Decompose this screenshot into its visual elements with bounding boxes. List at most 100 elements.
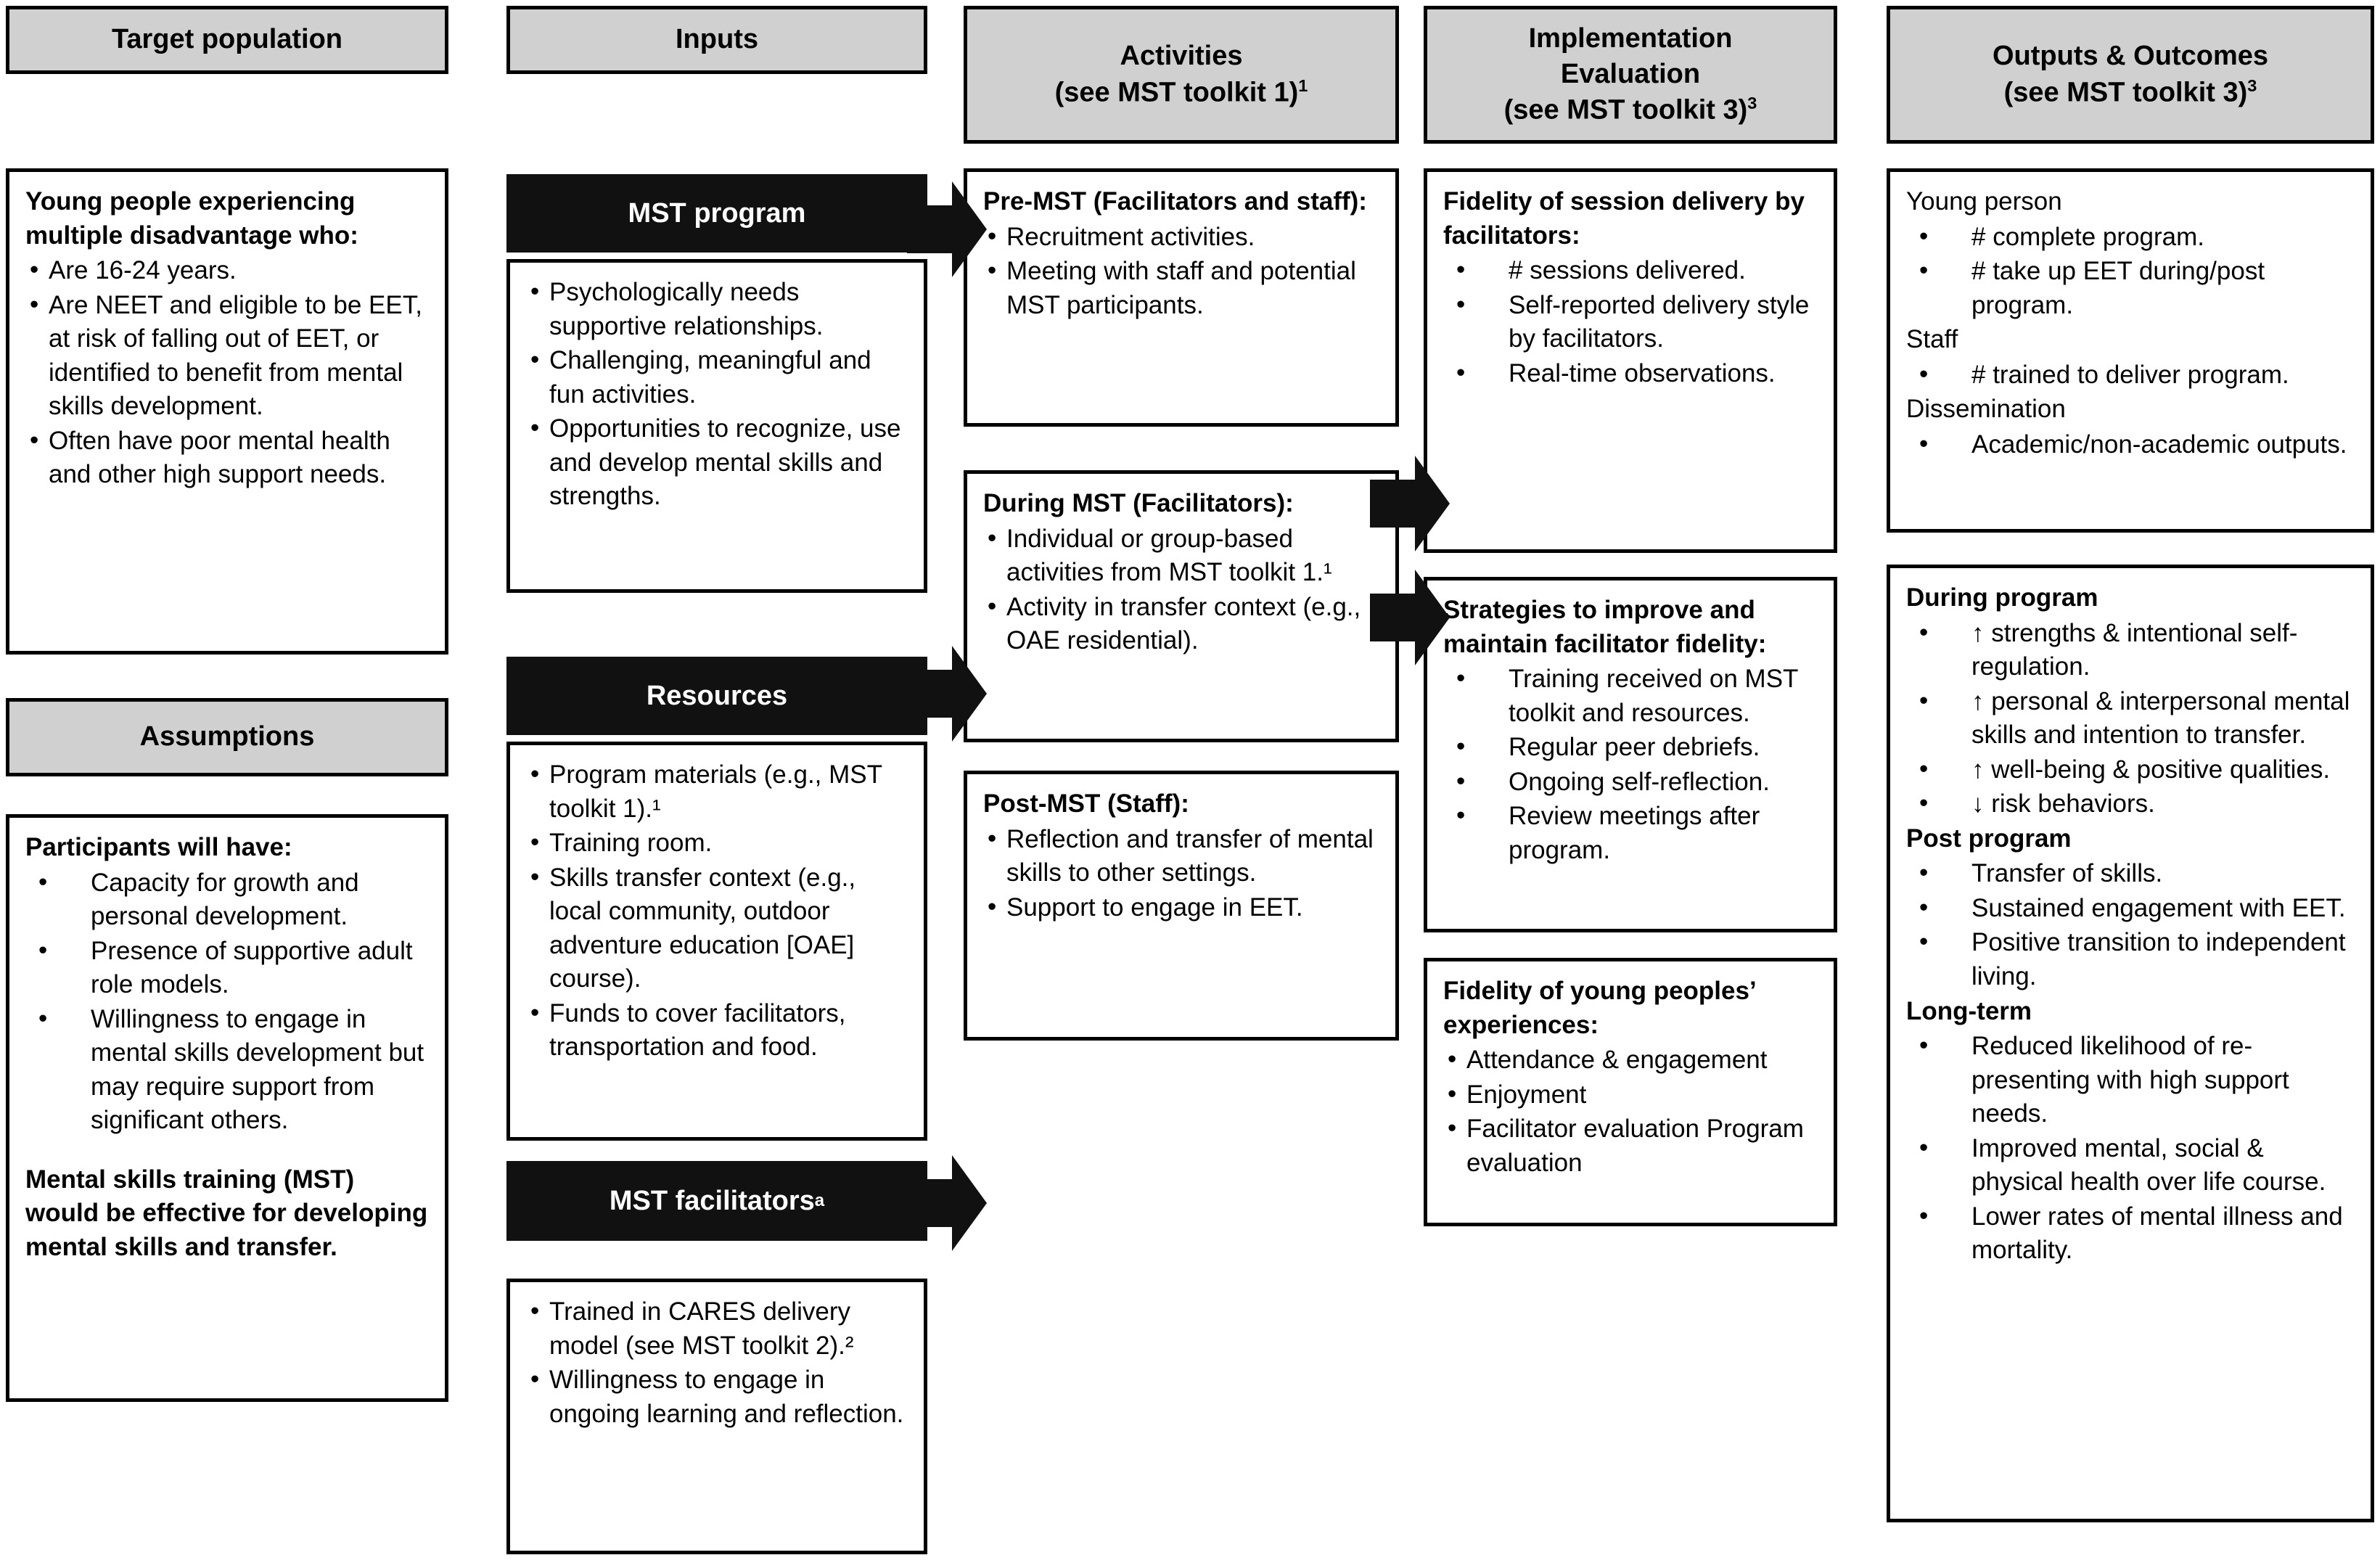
arrow-during-mst-to-strategies	[1370, 570, 1450, 665]
list-item: Recruitment activities.	[983, 220, 1381, 255]
box-outcomes: During program ↑ strengths & intentional…	[1887, 565, 2374, 1522]
box-strategies-fidelity: Strategies to improve and maintain facil…	[1424, 577, 1837, 932]
list-item: Trained in CARES delivery model (see MST…	[526, 1295, 909, 1363]
band-resources: Resources	[506, 657, 927, 735]
box-assumptions-body: Participants will have: Capacity for gro…	[6, 814, 448, 1402]
list-item: Funds to cover facilitators, transportat…	[526, 996, 909, 1064]
arrow-mst-facilitators-to-post-mst	[907, 1155, 987, 1251]
outcomes-post-program-bullet-list: Transfer of skills. Sustained engagement…	[1906, 856, 2356, 993]
pre-mst-title: Pre-MST (Facilitators and staff):	[983, 187, 1367, 216]
outcomes-during-program-bullet-list: ↑ strengths & intentional self-regulatio…	[1906, 616, 2356, 821]
list-item: Lower rates of mental illness and mortal…	[1906, 1199, 2356, 1268]
list-item: Ongoing self-reflection.	[1443, 765, 1819, 800]
list-item: Meeting with staff and potential MST par…	[983, 254, 1381, 322]
header-outputs-line2-text: (see MST toolkit 3)	[2003, 77, 2248, 108]
fidelity-young-people-title: Fidelity of young peoples’ experiences:	[1443, 977, 1755, 1039]
list-item: Positive transition to independent livin…	[1906, 925, 2356, 993]
list-item: Facilitator evaluation Program evaluatio…	[1443, 1112, 1819, 1180]
outputs-group-dissemination-label: Dissemination	[1906, 395, 2066, 424]
list-item: Willingness to engage in mental skills d…	[25, 1002, 430, 1138]
list-item: Capacity for growth and personal develop…	[25, 866, 430, 934]
arrow-resources-to-during-mst	[907, 646, 987, 742]
header-impl-eval-line2: Evaluation	[1560, 58, 1701, 89]
list-item: # trained to deliver program.	[1906, 358, 2356, 393]
box-fidelity-young-people: Fidelity of young peoples’ experiences: …	[1424, 958, 1837, 1226]
target-population-title: Young people experiencing multiple disad…	[25, 187, 358, 250]
fidelity-session-bullet-list: # sessions delivered. Self-reported deli…	[1443, 253, 1819, 390]
list-item: Improved mental, social & physical healt…	[1906, 1131, 2356, 1199]
list-item: Support to engage in EET.	[983, 890, 1381, 925]
box-outputs: Young person # complete program. # take …	[1887, 168, 2374, 533]
header-assumptions: Assumptions	[6, 698, 448, 776]
header-implementation-evaluation: Implementation Evaluation (see MST toolk…	[1424, 6, 1837, 144]
list-item: Skills transfer context (e.g., local com…	[526, 861, 909, 996]
outputs-staff-bullet-list: # trained to deliver program.	[1906, 358, 2356, 393]
strategies-fidelity-title: Strategies to improve and maintain facil…	[1443, 596, 1767, 658]
header-target-population: Target population	[6, 6, 448, 74]
list-item: Challenging, meaningful and fun activiti…	[526, 343, 909, 411]
header-impl-eval-superscript: 3	[1747, 94, 1757, 113]
list-item: Review meetings after program.	[1443, 799, 1819, 867]
target-population-bullet-list: Are 16-24 years. Are NEET and eligible t…	[25, 253, 430, 492]
header-assumptions-label: Assumptions	[139, 721, 315, 752]
list-item: Program materials (e.g., MST toolkit 1).…	[526, 758, 909, 826]
list-item: Activity in transfer context (e.g., OAE …	[983, 590, 1381, 658]
assumptions-title: Participants will have:	[25, 833, 292, 861]
list-item: Training room.	[526, 826, 909, 861]
list-item: Psychologically needs supportive relatio…	[526, 275, 909, 343]
outcomes-group-post-program-label: Post program	[1906, 824, 2072, 853]
header-inputs: Inputs	[506, 6, 927, 74]
box-mst-facilitators-body: Trained in CARES delivery model (see MST…	[506, 1279, 927, 1554]
header-outputs-line2: (see MST toolkit 3)3	[2004, 75, 2257, 111]
list-item: Self-reported delivery style by facilita…	[1443, 288, 1819, 356]
during-mst-title: During MST (Facilitators):	[983, 489, 1294, 517]
list-item: Individual or group-based activities fro…	[983, 522, 1381, 590]
arrow-mst-program-to-premst	[907, 181, 987, 277]
pre-mst-bullet-list: Recruitment activities. Meeting with sta…	[983, 220, 1381, 323]
outputs-group-staff-label: Staff	[1906, 325, 1958, 354]
outputs-young-person-bullet-list: # complete program. # take up EET during…	[1906, 220, 2356, 323]
post-mst-title: Post-MST (Staff):	[983, 789, 1189, 818]
list-item: Are 16-24 years.	[25, 253, 430, 288]
list-item: # take up EET during/post program.	[1906, 254, 2356, 322]
band-mst-program: MST program	[506, 174, 927, 253]
outcomes-group-during-program-label: During program	[1906, 583, 2098, 612]
header-outputs-line1: Outputs & Outcomes	[1992, 41, 2269, 72]
header-target-population-label: Target population	[111, 24, 343, 55]
list-item: Regular peer debriefs.	[1443, 730, 1819, 765]
list-item: Enjoyment	[1443, 1078, 1819, 1112]
header-impl-eval-line1: Implementation	[1528, 22, 1733, 54]
fidelity-session-title: Fidelity of session delivery by facilita…	[1443, 187, 1805, 250]
assumptions-closing: Mental skills training (MST) would be ef…	[25, 1165, 428, 1262]
post-mst-bullet-list: Reflection and transfer of mental skills…	[983, 822, 1381, 925]
list-item: Academic/non-academic outputs.	[1906, 427, 2356, 462]
mst-facilitators-bullet-list: Trained in CARES delivery model (see MST…	[526, 1295, 909, 1431]
list-item: Opportunities to recognize, use and deve…	[526, 411, 909, 514]
header-activities-line2: (see MST toolkit 1)1	[1055, 75, 1308, 111]
box-fidelity-session-delivery: Fidelity of session delivery by facilita…	[1424, 168, 1837, 553]
box-resources-body: Program materials (e.g., MST toolkit 1).…	[506, 742, 927, 1141]
header-activities-line2-text: (see MST toolkit 1)	[1054, 77, 1299, 108]
resources-bullet-list: Program materials (e.g., MST toolkit 1).…	[526, 758, 909, 1064]
outcomes-group-long-term-label: Long-term	[1906, 996, 2032, 1025]
band-resources-label: Resources	[646, 680, 788, 711]
list-item: ↑ personal & interpersonal mental skills…	[1906, 684, 2356, 752]
arrow-premst-to-fidelity-session	[1370, 456, 1450, 551]
list-item: # complete program.	[1906, 220, 2356, 255]
outcomes-long-term-bullet-list: Reduced likelihood of re-presenting with…	[1906, 1029, 2356, 1268]
list-item: ↓ risk behaviors.	[1906, 787, 2356, 821]
box-pre-mst: Pre-MST (Facilitators and staff): Recrui…	[964, 168, 1399, 427]
list-item: ↑ well-being & positive qualities.	[1906, 752, 2356, 787]
list-item: Attendance & engagement	[1443, 1043, 1819, 1078]
fidelity-young-people-bullet-list: Attendance & engagement Enjoyment Facili…	[1443, 1043, 1819, 1180]
band-mst-program-label: MST program	[628, 197, 806, 229]
box-target-population-body: Young people experiencing multiple disad…	[6, 168, 448, 655]
list-item: # sessions delivered.	[1443, 253, 1819, 288]
header-outputs-superscript: 3	[2247, 75, 2257, 95]
header-impl-eval-line3-text: (see MST toolkit 3)	[1503, 95, 1748, 126]
outputs-dissemination-bullet-list: Academic/non-academic outputs.	[1906, 427, 2356, 462]
list-item: ↑ strengths & intentional self-regulatio…	[1906, 616, 2356, 684]
strategies-fidelity-bullet-list: Training received on MST toolkit and res…	[1443, 662, 1819, 867]
during-mst-bullet-list: Individual or group-based activities fro…	[983, 522, 1381, 658]
